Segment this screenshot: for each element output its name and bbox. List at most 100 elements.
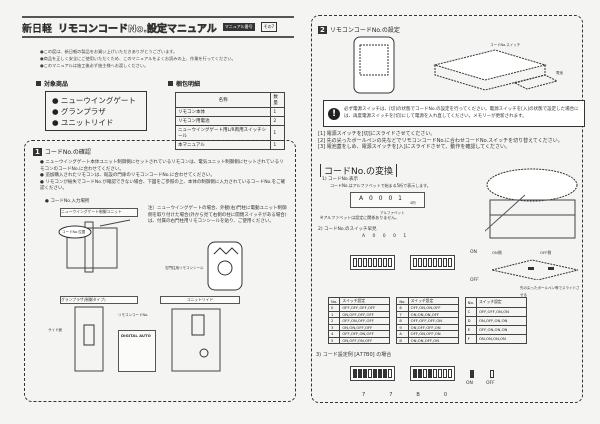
cell-set: ON,ON,ON,ON [475, 333, 527, 345]
heading-text: コードNo.の確認 [44, 149, 91, 156]
on-label: ON [470, 250, 477, 255]
unit-label: ニューウイングゲート制御ユニット [60, 208, 138, 217]
digit: 0 [443, 392, 447, 398]
cell: 2 [270, 116, 285, 126]
battery-label: 電池 [556, 71, 563, 75]
note-line: ●商品を正しく安全にご使用いただくため、このマニュアルをよくお読みの上、作業を行… [40, 56, 236, 61]
side-label: サイド面 [48, 328, 62, 332]
control-panel: DIGITAL AUTO [118, 330, 156, 372]
warning-text: 必ず電源スイッチは、[切]の状態でコードNo.の設定を行ってください。電源スイッ… [344, 107, 579, 119]
heading-text: 梱包明細 [176, 81, 201, 88]
section-1-box [24, 140, 296, 402]
off-legend-icon [490, 370, 494, 378]
sub2-title: 2) コードNo.のスイッチ早見 [318, 227, 377, 232]
on-legend: ON [466, 381, 473, 386]
cell-set: OFF,ON,ON,ON [475, 324, 527, 335]
cell-no: E [464, 324, 477, 335]
remote-illustration [207, 241, 243, 291]
note-text: 注）ニューウイングゲートの場合、外観(右)門柱に電動ユニット制御側を取り付けた場… [148, 206, 287, 224]
sub2-code: A 0 0 0 1 [362, 234, 410, 239]
off-legend: OFF [486, 381, 495, 386]
section-1-bullets: ● ニューウイングゲート本体ユニット制御側にセットされているリモコンは、電気ユニ… [40, 160, 288, 193]
gate-unit-illustration [58, 219, 131, 273]
products-list: ● ニューウイングゲート ● グランプラザ ● ユニットリイド [45, 91, 147, 131]
note-line: ●この度は、新日軽の製品をお買い上げいただきありがとうございます。 [40, 49, 178, 54]
manual-number-badge: マニュアル番号 [222, 23, 255, 31]
cell: ニューウイングゲート用L/R両用スイッチシール [174, 125, 272, 141]
note-line: ●このマニュアルは施工後必ず施主様へお渡しください。 [40, 63, 149, 68]
bullet: ● ニューウイングゲート本体ユニット制御側にセットされているリモコンは、電気ユニ… [40, 160, 284, 172]
packing-heading: 梱包明細 [168, 79, 200, 88]
cell-no: B [396, 336, 409, 344]
location-title: ● コードNo.入力場所 [45, 199, 90, 204]
section-number: 2 [318, 25, 327, 34]
col-set: スイッチ設定 [475, 297, 527, 308]
dip-switch-1[interactable] [350, 255, 395, 270]
brand-logo: 新日軽 [22, 23, 52, 35]
step: [1] 電源スイッチを[切]にスライドさせてください。 [318, 131, 436, 137]
switch-closeup-illustration [485, 168, 578, 239]
remote-back-illustration [353, 36, 395, 94]
cell-set: ON,ON,OFF,ON [407, 336, 459, 344]
page-note: その7 [260, 22, 278, 32]
col-no: No. [327, 297, 341, 305]
col-set: スイッチ設定 [407, 297, 459, 305]
warning-box: !必ず電源スイッチは、[切]の状態でコードNo.の設定を行ってください。電源スイ… [323, 100, 585, 127]
off-side-label: OFF側 [540, 250, 552, 255]
example-dip-2 [410, 366, 455, 381]
cell-set: OFF,OFF,ON,ON [475, 306, 527, 317]
step: [2] 先の尖ったボールペンの先などでリモコンコードNo.に合わせコードNo.ス… [318, 137, 563, 144]
slide-note: 先の尖ったボールペン等でスライドさせる [520, 286, 580, 297]
col-qty: 数量 [270, 92, 285, 108]
digit: 7 [362, 392, 366, 398]
cell: 本マニュアル [174, 140, 272, 150]
cell: 1 [270, 125, 285, 141]
step-text: 電池蓋をしめ、電源スイッチを[入]にスライドさせて、動作を確認してください。 [326, 144, 511, 150]
sub1-desc: コードNo.はアルファベットで始まる5桁で表示します。 [330, 183, 431, 188]
col-set: スイッチ設定 [339, 297, 391, 305]
dip-switch-2[interactable] [410, 255, 455, 270]
code-example: A 0 0 0 1 [350, 192, 425, 208]
product-item: ● ユニットリイド [52, 118, 114, 127]
cell-set: ON,OFF,ON,OFF [339, 336, 391, 344]
cell-no: 5 [327, 336, 341, 344]
digit-label: 4桁 [410, 201, 416, 205]
on-side-label: ON側 [492, 250, 502, 255]
step-text: 電源スイッチを[切]にスライドさせてください。 [326, 131, 436, 137]
product-item: ● グランプラザ [52, 107, 106, 116]
slide-illustration [491, 259, 579, 280]
cell: 1 [270, 140, 285, 150]
document-header: 新日軽 リモコンコードNo.設定マニュアル マニュアル番号 その7 [22, 16, 294, 38]
step-text: 先の尖ったボールペンの先などでリモコンコードNo.に合わせコードNo.スイッチを… [326, 137, 563, 144]
alpha-note: ※アルファベットは設定に関係ありません。 [320, 215, 400, 220]
convert-title: コードNo.の変換 [320, 164, 397, 177]
bullet: ● リモコンが紛失でコードNo.が確認できない場合、下図をご参照の上、本体の制御… [40, 179, 286, 192]
unit-reed-label: ユニットリイド [160, 296, 240, 304]
product-item: ● ニューウイングゲート [52, 96, 136, 105]
code-position-label: リモコンコードNo. [118, 313, 149, 317]
digit: 7 [389, 392, 393, 398]
grand-plaza-label: グランプラザ(制御タイプ) [60, 296, 138, 304]
cell: 1 [270, 107, 285, 117]
sub1-title: 1) コードNo.表示 [322, 177, 359, 182]
cell-no: F [464, 333, 477, 345]
alpha-label: アルファベット [380, 211, 405, 215]
cell: リモコン用電池 [174, 116, 272, 126]
col-no: No. [396, 297, 409, 305]
code-switch-label: コードNo.スイッチ [490, 43, 521, 47]
